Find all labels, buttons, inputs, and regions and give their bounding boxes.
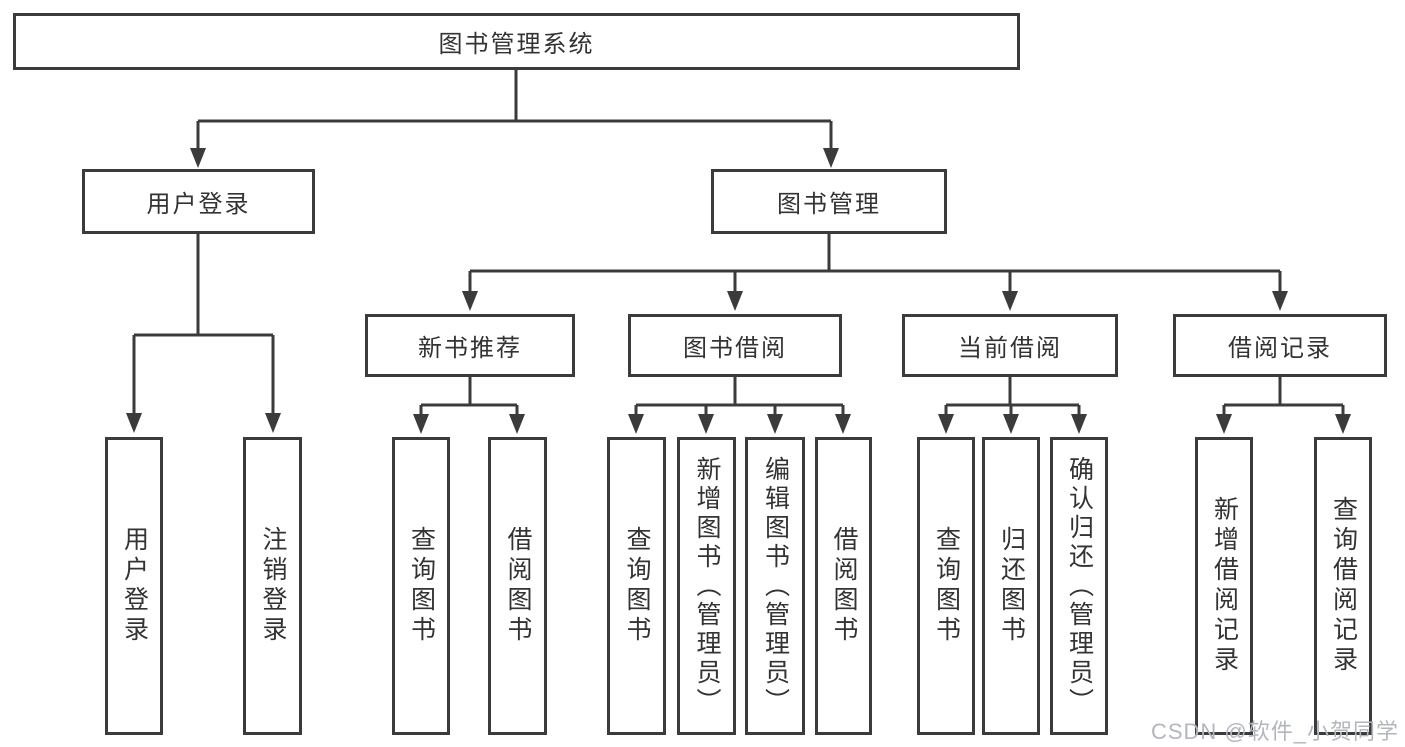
node-leaf-query-books-borrow-label: 查询图书 <box>623 526 651 646</box>
node-leaf-add-books-admin-label: 新增图书（管理员） <box>693 455 721 717</box>
node-book-management-label: 图书管理 <box>777 191 881 218</box>
node-leaf-query-books-recommend: 查询图书 <box>392 437 450 735</box>
node-leaf-query-books-recommend-label: 查询图书 <box>407 526 436 646</box>
node-new-book-recommend: 新书推荐 <box>365 314 575 377</box>
node-leaf-edit-books-admin: 编辑图书（管理员） <box>745 437 805 735</box>
node-leaf-return-books: 归还图书 <box>982 437 1040 735</box>
node-leaf-query-books-borrow: 查询图书 <box>607 437 666 735</box>
node-leaf-query-books-current: 查询图书 <box>917 437 975 735</box>
node-leaf-user-login: 用户登录 <box>105 437 163 735</box>
node-root-system-label: 图书管理系统 <box>438 31 595 58</box>
connector-current-borrow-children <box>938 377 1087 434</box>
node-book-borrow-label: 图书借阅 <box>683 335 787 362</box>
node-leaf-edit-books-admin-label: 编辑图书（管理员） <box>761 455 790 717</box>
node-leaf-logout-label: 注销登录 <box>259 526 287 646</box>
node-leaf-user-login-label: 用户登录 <box>120 526 149 646</box>
node-borrow-records: 借阅记录 <box>1173 314 1387 377</box>
connector-book-borrow-children <box>628 377 851 434</box>
node-user-login-group: 用户登录 <box>82 169 315 234</box>
node-book-borrow: 图书借阅 <box>628 314 842 377</box>
node-current-borrow-label: 当前借阅 <box>958 335 1062 362</box>
csdn-watermark: CSDN @软件_小贺同学 <box>1150 719 1399 744</box>
node-leaf-confirm-return-admin: 确认归还（管理员） <box>1050 437 1108 735</box>
connector-user-login-children <box>126 234 281 433</box>
node-leaf-borrow-books-label: 借阅图书 <box>830 526 858 646</box>
node-leaf-query-borrow-record: 查询借阅记录 <box>1314 437 1372 735</box>
node-leaf-query-books-current-label: 查询图书 <box>932 526 961 646</box>
node-leaf-confirm-return-admin-label: 确认归还（管理员） <box>1065 455 1094 717</box>
node-leaf-add-borrow-record: 新增借阅记录 <box>1195 437 1253 735</box>
node-book-management: 图书管理 <box>711 169 947 234</box>
connector-new-book-children <box>413 377 525 434</box>
node-current-borrow: 当前借阅 <box>902 314 1118 377</box>
node-user-login-group-label: 用户登录 <box>146 191 251 218</box>
node-leaf-return-books-label: 归还图书 <box>997 526 1026 646</box>
node-leaf-borrow-books-recommend: 借阅图书 <box>488 437 547 735</box>
connector-root-to-level2 <box>190 70 839 168</box>
connector-book-mgmt-children <box>462 234 1288 311</box>
node-leaf-borrow-books: 借阅图书 <box>815 437 872 735</box>
node-root-system: 图书管理系统 <box>13 13 1020 70</box>
node-leaf-query-borrow-record-label: 查询借阅记录 <box>1329 496 1358 676</box>
connector-borrow-records-children <box>1216 377 1351 434</box>
node-leaf-add-books-admin: 新增图书（管理员） <box>677 437 736 735</box>
node-leaf-add-borrow-record-label: 新增借阅记录 <box>1210 496 1239 676</box>
node-leaf-borrow-books-recommend-label: 借阅图书 <box>504 526 532 646</box>
node-leaf-logout: 注销登录 <box>243 437 302 735</box>
node-borrow-records-label: 借阅记录 <box>1228 335 1332 362</box>
node-new-book-recommend-label: 新书推荐 <box>418 335 522 362</box>
